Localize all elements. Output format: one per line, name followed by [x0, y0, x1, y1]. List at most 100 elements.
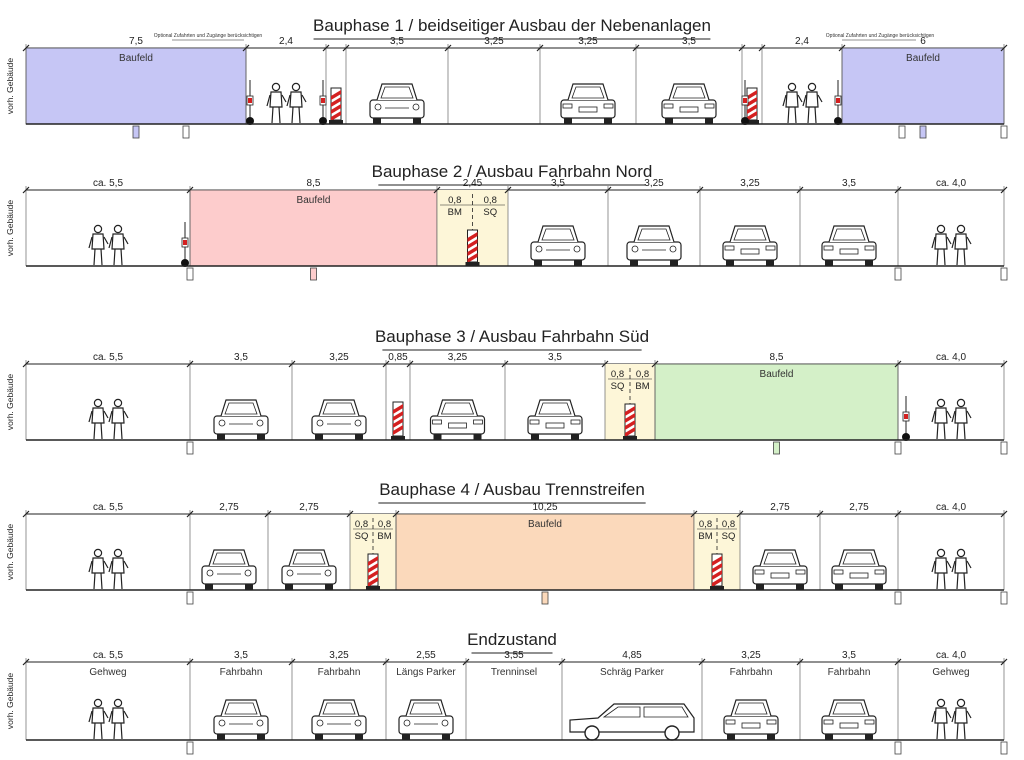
sub-dimension: 0,8 — [722, 519, 735, 530]
segment-walk: 2,4 — [242, 36, 307, 124]
segment-car-front: 3,25 — [288, 352, 367, 440]
dimension-tick — [288, 658, 296, 666]
pedestrian-icon — [802, 82, 823, 124]
dimension-tick — [22, 44, 30, 52]
dimension-tick — [536, 44, 544, 52]
pedestrian-icon — [108, 548, 129, 590]
dimension-value: 3,5 — [682, 36, 696, 47]
dimension-tick — [346, 510, 354, 518]
car-rear-icon — [831, 549, 887, 590]
pedestrian-icon — [931, 698, 952, 740]
pedestrian-icon — [931, 398, 952, 440]
segment-label: Baufeld — [297, 195, 331, 206]
sub-dimension: 0,8 — [611, 369, 624, 380]
foundation-marker — [894, 441, 902, 455]
phase-section: Bauphase 1 / beidseitiger Ausbau der Neb… — [5, 16, 1008, 139]
segment-car-rear: 3,25 — [536, 36, 616, 124]
dimension-value: ca. 4,0 — [936, 352, 966, 363]
segment-gap — [322, 44, 330, 124]
segment-label: Baufeld — [760, 369, 794, 380]
dimension-tick — [1000, 658, 1008, 666]
sub-dimension: 0,8 — [636, 369, 649, 380]
pedestrian-icon — [286, 82, 307, 124]
building-label: vorh. Gebäude — [5, 200, 15, 257]
segment-label: Baufeld — [528, 519, 562, 530]
dimension-tick — [342, 44, 350, 52]
segment-label: Trenninsel — [491, 667, 537, 678]
dimension-value: 3,25 — [578, 36, 598, 47]
building-label: vorh. Gebäude — [5, 374, 15, 431]
segment-walk: ca. 5,5 — [22, 502, 129, 590]
building-label: vorh. Gebäude — [5, 673, 15, 730]
car-rear-icon — [821, 699, 877, 740]
segment-car-rear: 3,5 — [501, 352, 583, 440]
construction-zone — [654, 363, 899, 441]
segment-car-front: 3,25 — [604, 178, 682, 266]
sub-dimension: 0,8 — [378, 519, 391, 530]
dimension-value: ca. 4,0 — [936, 502, 966, 513]
phase-title: Bauphase 3 / Ausbau Fahrbahn Süd — [375, 327, 649, 346]
dimension-tick — [604, 186, 612, 194]
barrier-post-icon — [391, 401, 405, 440]
sub-dimension: 0,8 — [484, 195, 497, 206]
segment-label: Fahrbahn — [730, 667, 773, 678]
car-side-icon — [569, 703, 695, 741]
dimension-tick — [186, 658, 194, 666]
dimension-tick — [698, 658, 706, 666]
dimension-value: 8,5 — [307, 178, 321, 189]
pedestrian-icon — [88, 224, 109, 266]
foundation-marker — [894, 741, 902, 755]
dimension-tick — [392, 510, 400, 518]
dimension-value: 3,5 — [234, 650, 248, 661]
car-rear-icon — [661, 83, 717, 124]
segment-car-front: 3,5 — [504, 178, 586, 266]
segment-car-rear: 3,5 — [796, 178, 877, 266]
dimension-value: 3,25 — [329, 650, 349, 661]
sub-label: SQ — [722, 531, 736, 542]
segment-walk: 2,4 — [758, 36, 823, 124]
phase-title: Endzustand — [467, 630, 557, 649]
segment-label: Fahrbahn — [220, 667, 263, 678]
segment-label: Schräg Parker — [600, 667, 665, 678]
phase-section: Bauphase 3 / Ausbau Fahrbahn Süd vorh. Ge… — [5, 327, 1008, 455]
pedestrian-icon — [782, 82, 803, 124]
car-front-icon — [369, 83, 425, 124]
dimension-tick — [1000, 510, 1008, 518]
car-rear-icon — [722, 225, 778, 266]
dimension-value: ca. 5,5 — [93, 178, 123, 189]
car-front-icon — [398, 699, 454, 740]
dimension-tick — [632, 44, 640, 52]
car-front-icon — [281, 549, 337, 590]
segment-label: Fahrbahn — [828, 667, 871, 678]
foundation-marker — [1000, 441, 1008, 455]
dimension-value: 3,5 — [551, 178, 565, 189]
foundation-marker — [186, 267, 194, 281]
foundation-marker — [894, 591, 902, 605]
sub-label: SQ — [483, 207, 497, 218]
sign-post-icon — [181, 222, 189, 267]
dimension-tick — [186, 186, 194, 194]
dimension-value: 3,5 — [842, 178, 856, 189]
segment-car-rear: 2,75 — [816, 502, 887, 590]
segment-label: Gehweg — [932, 667, 969, 678]
car-front-icon — [626, 225, 682, 266]
dimension-value: 3,25 — [741, 650, 761, 661]
sign-post-icon — [246, 80, 254, 125]
barrier-post-icon — [745, 87, 759, 124]
car-rear-icon — [821, 225, 877, 266]
dimension-value: 2,75 — [849, 502, 869, 513]
dimension-value: ca. 5,5 — [93, 352, 123, 363]
foundation-marker — [1000, 267, 1008, 281]
sub-label: SQ — [355, 531, 369, 542]
dimension-tick — [796, 658, 804, 666]
dimension-value: 3,5 — [548, 352, 562, 363]
